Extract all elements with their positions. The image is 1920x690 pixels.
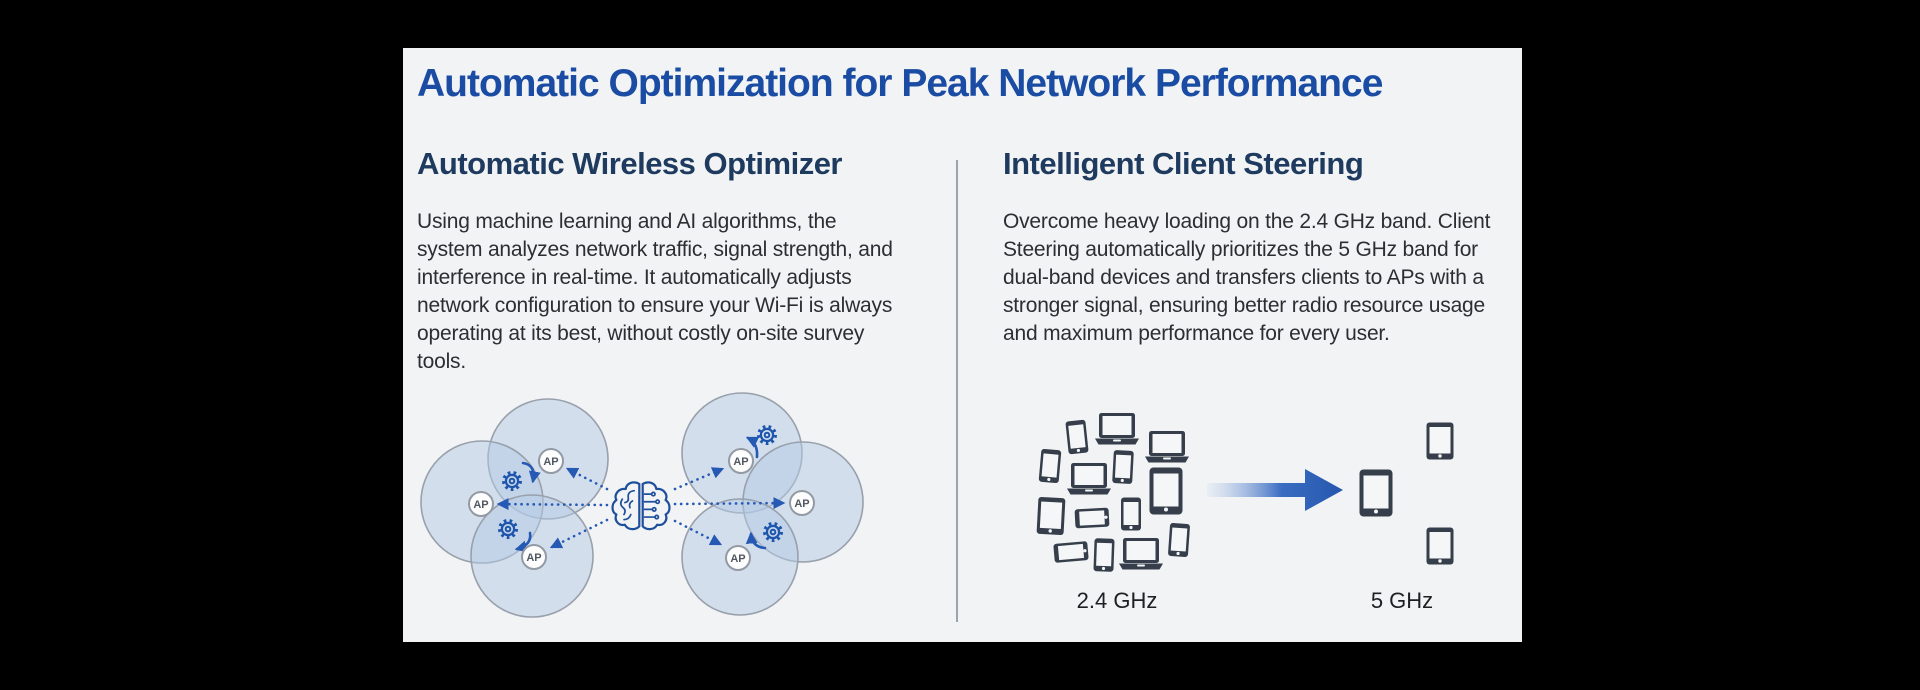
dotted-arrow (673, 519, 723, 546)
section-body-wireless-optimizer: Using machine learning and AI algorithms… (417, 210, 893, 373)
brain-ai-icon (611, 481, 671, 531)
band-label-5ghz: 5 GHz (1370, 588, 1434, 613)
dotted-arrow (496, 498, 609, 511)
ap-badge-label: AP (526, 552, 541, 564)
ap-badge: AP (521, 544, 547, 570)
phone-icon (1053, 541, 1089, 563)
ap-badge: AP (728, 448, 754, 474)
curved-arrow (745, 436, 760, 459)
device-cluster-24ghz (1036, 413, 1191, 572)
phone-icon (1038, 448, 1062, 484)
curved-arrow (521, 461, 541, 484)
ap-badge: AP (789, 490, 815, 516)
ap-badge-label: AP (733, 456, 748, 468)
steering-arrow (1207, 469, 1343, 511)
wireless-optimizer-diagram: AP AP AP AP AP AP (420, 392, 864, 618)
ap-badge: AP (538, 448, 564, 474)
laptop-icon (1119, 538, 1163, 570)
ap-badges: AP AP AP AP AP AP (468, 448, 815, 571)
tablet-icon (1426, 527, 1454, 565)
dotted-arrow (673, 497, 786, 510)
dotted-arrow (673, 467, 725, 491)
section-heading-wireless-optimizer: Automatic Wireless Optimizer (417, 146, 843, 181)
tablet-icon (1359, 469, 1393, 517)
phone-icon (1112, 449, 1134, 485)
dotted-arrow (565, 467, 609, 491)
section-body-client-steering: Overcome heavy loading on the 2.4 GHz ba… (1003, 210, 1491, 345)
client-steering-diagram (1036, 413, 1454, 572)
phone-icon (1167, 522, 1191, 558)
dotted-arrow (549, 518, 609, 549)
page-title: Automatic Optimization for Peak Network … (417, 62, 1383, 105)
phone-icon (1065, 419, 1089, 455)
laptop-icon (1067, 463, 1111, 495)
ap-badge-label: AP (794, 498, 809, 510)
band-label-2-4ghz: 2.4 GHz (1076, 588, 1158, 613)
section-heading-client-steering: Intelligent Client Steering (1003, 146, 1364, 181)
phone-icon (1121, 497, 1141, 531)
tablet-icon (1036, 496, 1066, 536)
phone-icon (1093, 538, 1115, 572)
phone-icon (1074, 507, 1110, 529)
adjust-arrows (514, 436, 767, 553)
column-divider (956, 160, 958, 622)
curved-arrow (514, 531, 532, 553)
laptop-icon (1145, 431, 1189, 463)
ap-badge-label: AP (473, 499, 488, 511)
curved-arrow (745, 531, 767, 550)
tablet-icon (1426, 422, 1454, 460)
ap-badge: AP (468, 491, 494, 517)
laptop-icon (1095, 413, 1139, 445)
dotted-arrows (496, 467, 786, 549)
tablet-icon (1149, 467, 1183, 515)
device-group-5ghz (1359, 422, 1454, 565)
content-card: Automatic Optimization for Peak Network … (403, 48, 1522, 642)
ap-badge-label: AP (543, 456, 558, 468)
ap-badge-label: AP (730, 553, 745, 565)
ap-badge: AP (725, 545, 751, 571)
